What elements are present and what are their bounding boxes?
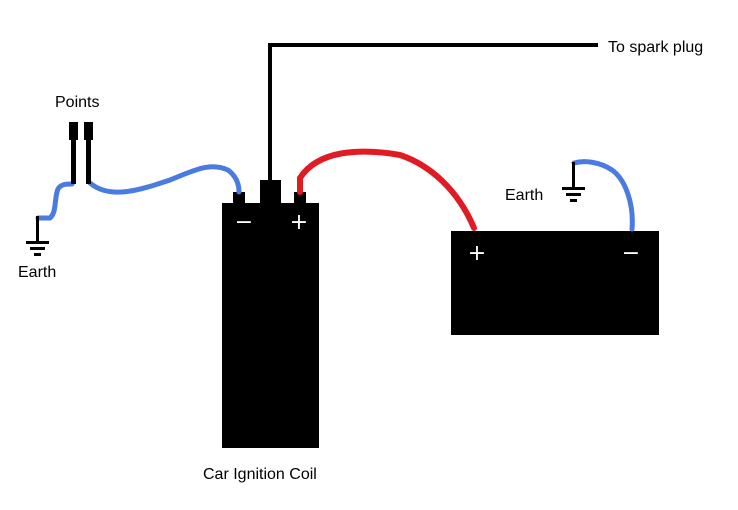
battery-earth-wire — [571, 159, 635, 232]
earth-label-right: Earth — [505, 187, 543, 204]
coil-negative-terminal — [233, 192, 245, 204]
points-contact-breaker — [69, 122, 93, 184]
earth-symbol-right — [562, 162, 585, 202]
points-label: Points — [55, 94, 99, 111]
spark-plug-label: To spark plug — [608, 39, 703, 56]
battery-positive-symbol: + — [468, 241, 486, 266]
coil-label: Car Ignition Coil — [203, 466, 317, 483]
points-to-coil-wire — [87, 164, 242, 195]
earth-to-points-wire — [35, 181, 75, 221]
spark-plug-lead — [268, 43, 598, 180]
coil-positive-symbol: + — [290, 210, 308, 235]
coil-negative-symbol: − — [235, 210, 253, 235]
coil-positive-terminal — [294, 192, 306, 204]
coil-ht-terminal — [260, 180, 281, 204]
positive-wire — [297, 148, 477, 231]
battery-negative-symbol: − — [622, 241, 640, 266]
earth-label-left: Earth — [18, 264, 56, 281]
ignition-coil-body — [222, 203, 319, 448]
earth-symbol-left — [26, 216, 49, 256]
battery-body — [451, 231, 659, 335]
